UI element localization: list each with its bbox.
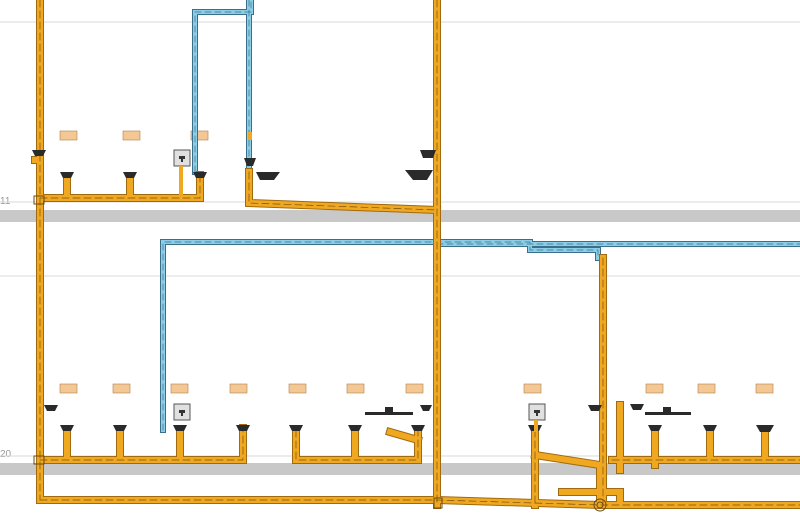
fixture-tag — [190, 130, 209, 141]
floor-drain-icon — [256, 172, 280, 180]
wash-basin-icon — [365, 407, 691, 415]
fixture-tag — [122, 130, 141, 141]
fixture-tag — [170, 383, 189, 394]
floor-drain-icon — [648, 425, 662, 431]
floor-drain-icon — [630, 404, 644, 410]
fixture-connections — [179, 132, 538, 432]
floor-drain-icon — [405, 170, 433, 180]
floor-drain-icon — [60, 172, 74, 178]
floor-drain-icon — [411, 425, 425, 431]
drain-pipes[interactable] — [31, 0, 800, 509]
floor-drain-icon — [348, 425, 362, 431]
floor-drain-icon — [289, 425, 303, 431]
fixture-tag — [755, 383, 774, 394]
floor-drain-icon — [756, 425, 774, 432]
fixture-tag — [229, 383, 248, 394]
level-label-lower: 20 — [0, 449, 12, 460]
water-pipes[interactable] — [160, 0, 800, 433]
floor-drain-icon — [703, 425, 717, 431]
floor-drain-icon — [193, 172, 207, 178]
floor-drain-icon — [244, 158, 256, 166]
fixture-tag — [523, 383, 542, 394]
floor-drain-icon — [44, 405, 58, 411]
fixture-tag — [346, 383, 365, 394]
valve-box-icon — [173, 149, 546, 421]
fixture-tag — [59, 383, 78, 394]
floor-slab-upper — [0, 210, 800, 222]
fixture-tag — [405, 383, 424, 394]
floor-slab-lower — [0, 463, 800, 475]
fixture-tags-upper — [59, 130, 209, 141]
fixture-tag — [288, 383, 307, 394]
fixture-tags-lower — [59, 383, 774, 394]
floor-drain-icon — [113, 425, 127, 431]
floor-drain-icon — [173, 425, 187, 431]
floor-drain-icon — [32, 150, 46, 156]
pipe-fitting-icon — [33, 195, 607, 512]
floor-drain-icon — [123, 172, 137, 178]
floor-drain-icon — [236, 425, 250, 431]
floor-drain-icon — [588, 405, 602, 411]
fixture-tag — [645, 383, 664, 394]
floor-drain-icon — [420, 150, 436, 158]
floor-drain-icon — [420, 405, 432, 411]
floor-drain-icon — [60, 425, 74, 431]
fixtures-upper — [32, 150, 436, 180]
fixture-tag — [59, 130, 78, 141]
fixture-tag — [112, 383, 131, 394]
fixture-tag — [697, 383, 716, 394]
